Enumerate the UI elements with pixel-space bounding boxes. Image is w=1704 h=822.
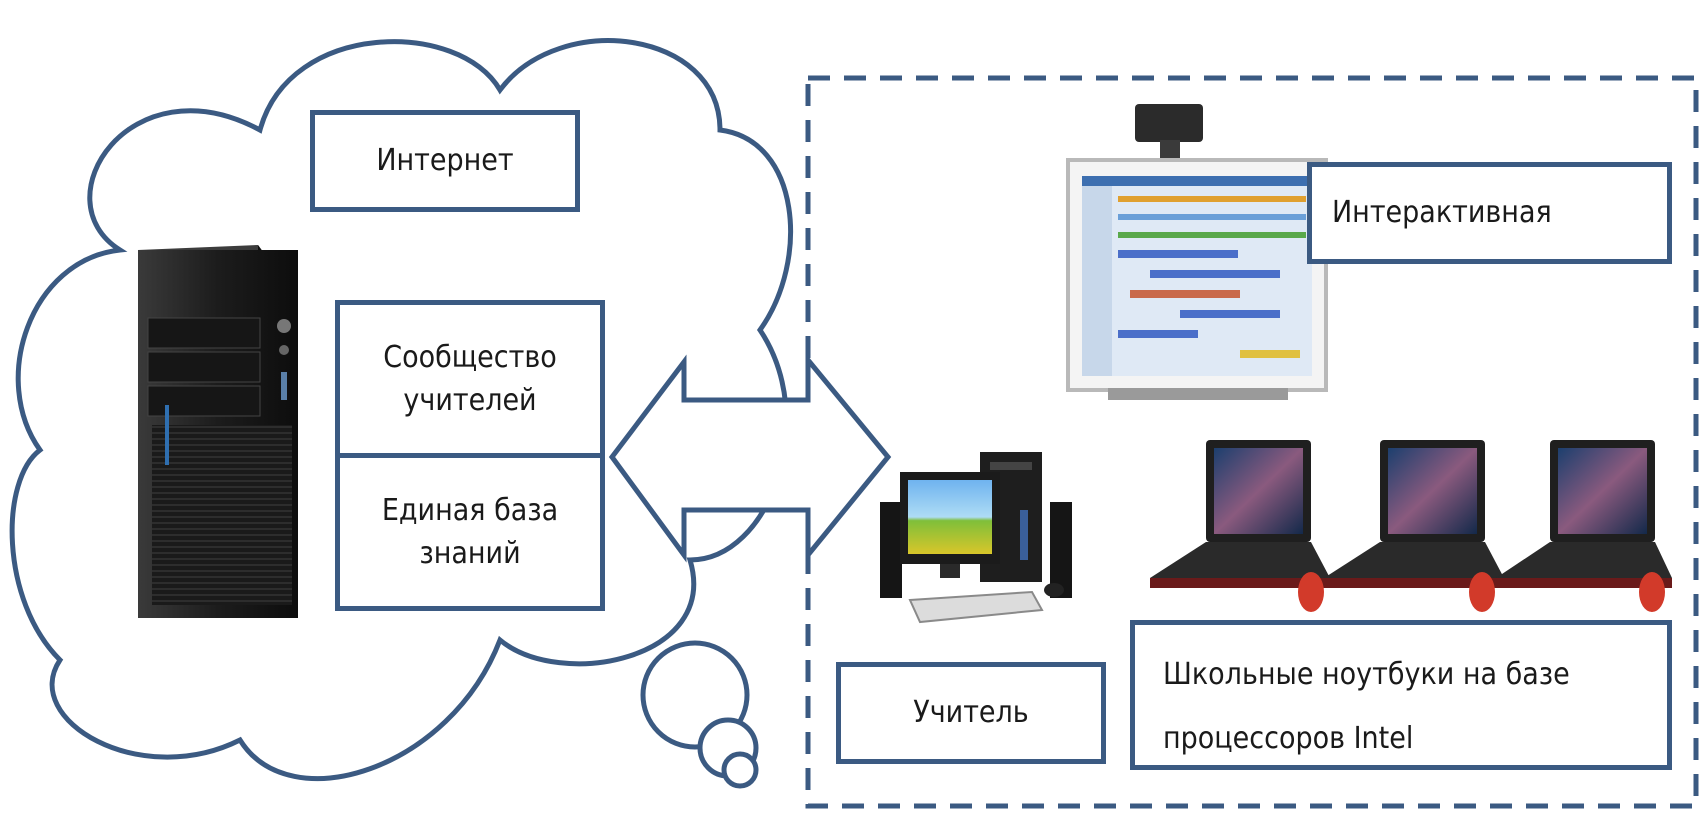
internet-label-box: Интернет bbox=[310, 110, 580, 212]
laptop-icon-2 bbox=[1324, 440, 1504, 612]
school-laptops-box: Школьные ноутбуки на базе процессоров In… bbox=[1130, 620, 1672, 770]
interactive-whiteboard-icon bbox=[1066, 104, 1328, 400]
teacher-community-box: Сообщество учителей bbox=[335, 300, 605, 458]
knowledge-label-line2: знаний bbox=[419, 536, 521, 571]
whiteboard-label-box: Интерактивная bbox=[1307, 162, 1672, 264]
community-label-line2: учителей bbox=[403, 383, 537, 418]
school-boundary bbox=[805, 75, 1699, 809]
laptop-icon-1 bbox=[1150, 440, 1330, 612]
knowledge-label-line1: Единая база bbox=[381, 492, 559, 528]
internet-label: Интернет bbox=[376, 143, 514, 179]
double-arrow bbox=[608, 353, 892, 563]
teacher-label: Учитель bbox=[913, 695, 1029, 731]
laptop-icon-3 bbox=[1496, 440, 1672, 612]
community-label-line1: Сообщество bbox=[383, 339, 557, 375]
laptops-label-line2: процессоров Intel bbox=[1163, 721, 1414, 756]
cloud-bubble-small bbox=[721, 751, 759, 789]
knowledge-base-box: Единая база знаний bbox=[335, 453, 605, 611]
teacher-label-box: Учитель bbox=[836, 662, 1106, 764]
server-tower-icon bbox=[138, 245, 298, 618]
whiteboard-label: Интерактивная bbox=[1332, 195, 1552, 231]
teacher-pc-icon bbox=[880, 452, 1072, 624]
laptops-label-line1: Школьные ноутбуки на базе bbox=[1163, 657, 1570, 692]
